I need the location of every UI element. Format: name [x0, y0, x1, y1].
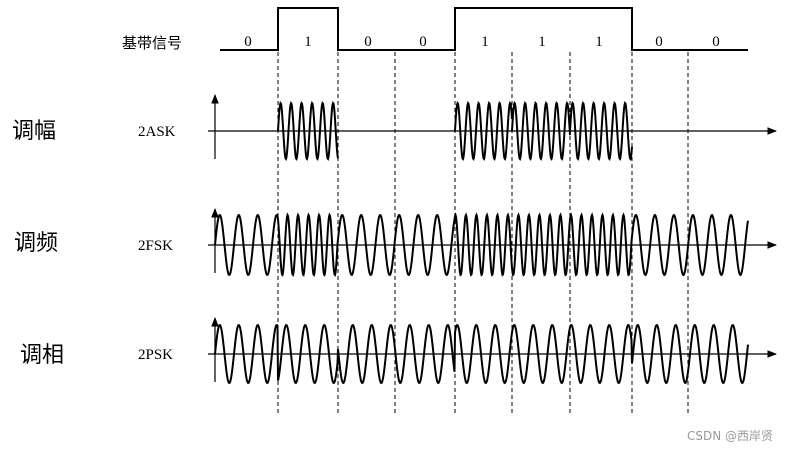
bit-label-1: 1: [304, 34, 312, 50]
bit-label-3: 0: [419, 34, 427, 50]
row-label-fm: 调频: [14, 231, 58, 256]
bit-label-8: 0: [712, 34, 720, 50]
bit-label-7: 0: [655, 34, 663, 50]
mod-label-2fsk: 2FSK: [138, 238, 173, 254]
ask-waveform: [277, 100, 633, 162]
bit-label-2: 0: [364, 34, 372, 50]
bit-label-5: 1: [538, 34, 546, 50]
psk-waveform: [214, 324, 749, 384]
bit-label-4: 1: [481, 34, 489, 50]
bit-label-6: 1: [595, 34, 603, 50]
row-label-am: 调幅: [12, 119, 56, 144]
row-label-pm: 调相: [20, 343, 64, 368]
watermark: CSDN @西岸贤: [687, 429, 773, 443]
baseband-label: 基带信号: [122, 35, 182, 52]
baseband-waveform: [220, 7, 748, 51]
bit-label-0: 0: [244, 34, 252, 50]
mod-label-2ask: 2ASK: [138, 124, 176, 140]
mod-label-2psk: 2PSK: [138, 347, 173, 363]
fsk-waveform: [214, 212, 749, 277]
bit-labels: 0 1 0 0 1 1 1 0 0: [244, 34, 720, 50]
